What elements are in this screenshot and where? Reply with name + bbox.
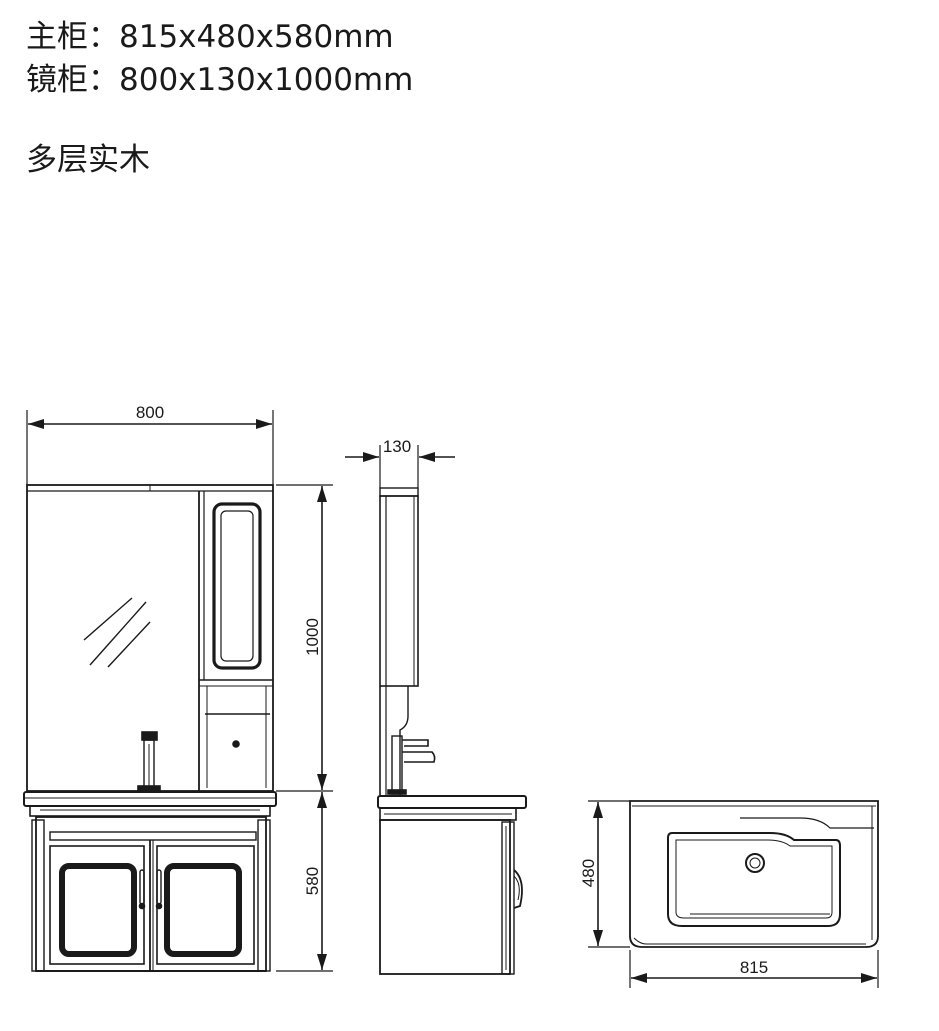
dimension-mirror-depth [345,445,455,488]
label-mirror-depth: 130 [383,437,411,456]
label-mirror-height: 1000 [303,618,322,656]
label-cabinet-height: 580 [303,867,322,895]
separator: ： [88,19,119,55]
label-cabinet-depth: 480 [579,859,598,887]
faucet-side [387,735,436,795]
countertop-side [377,795,527,821]
base-cabinet-side [379,819,523,975]
front-view [23,410,333,972]
mirror-reflection-marks [83,597,151,668]
main-cabinet-size: 815x480x580mm [119,19,394,55]
basin-top [629,800,879,948]
mirror-cabinet-size: 800x130x1000mm [119,62,414,98]
label-mirror-width: 800 [136,403,164,422]
mirror-cabinet-label: 镜柜 [26,62,88,98]
base-cabinet-front [31,816,271,972]
dimension-mirror-height [276,484,333,792]
top-view [588,800,879,988]
mirror-cabinet-side [379,487,419,795]
material-spec: 多层实木 [26,142,150,178]
mirror-cabinet-front [26,484,274,792]
separator: ： [88,62,119,98]
dimension-cabinet-depth [588,800,630,948]
countertop-front [23,791,277,817]
dimension-cabinet-width [629,950,879,988]
main-cabinet-spec: 主柜：815x480x580mm [26,19,394,55]
mirror-cabinet-spec: 镜柜：800x130x1000mm [26,62,413,98]
faucet-front [137,731,161,791]
material-label: 多层实木 [26,142,150,178]
dimension-mirror-width [26,410,274,485]
dimension-cabinet-height [276,792,333,972]
label-cabinet-width: 815 [740,958,768,977]
main-cabinet-label: 主柜 [26,19,88,55]
side-view [345,445,527,975]
